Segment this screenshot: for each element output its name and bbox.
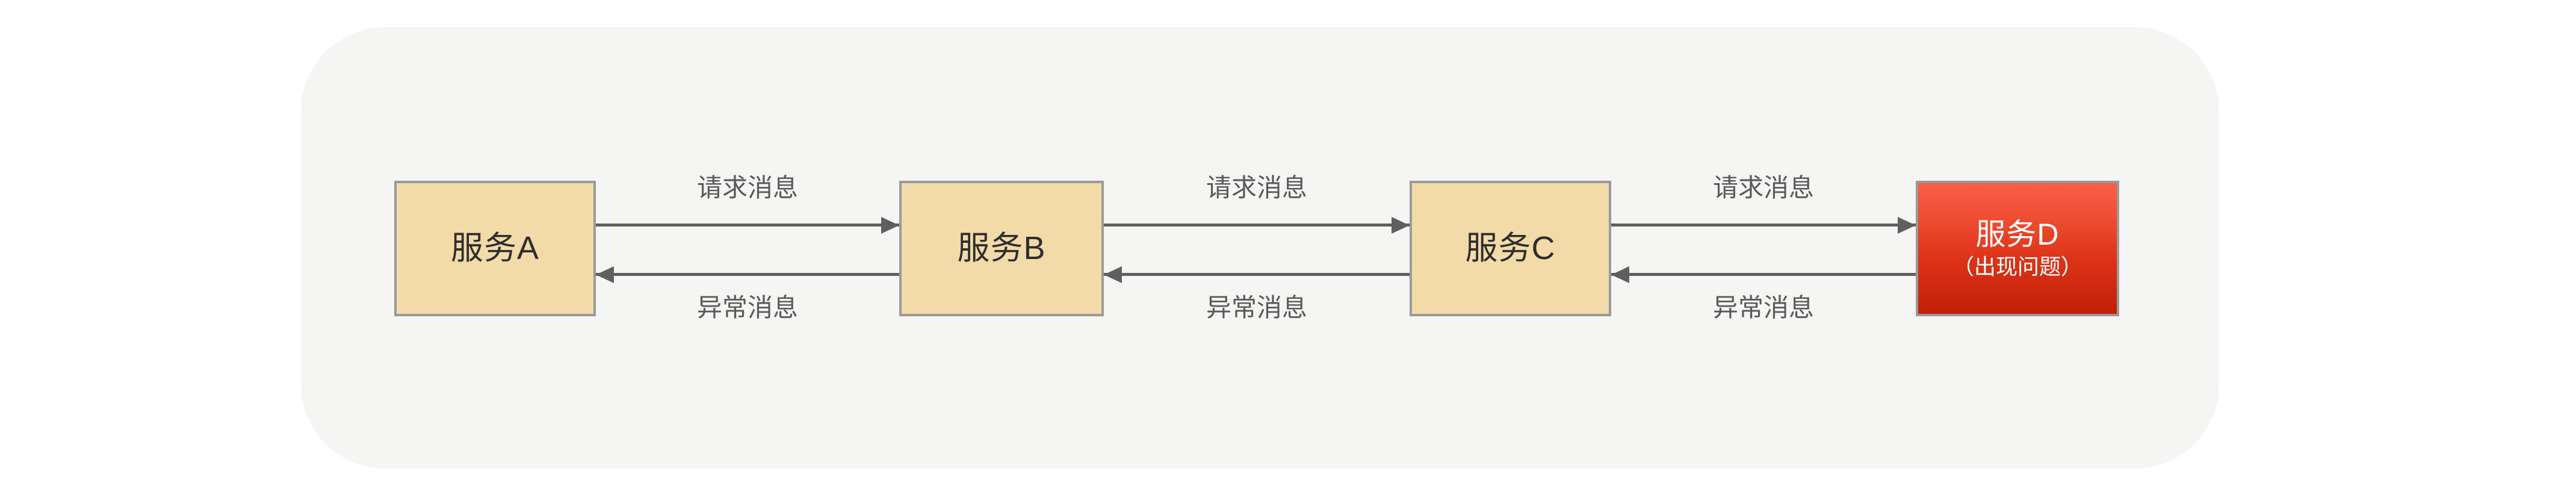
- connection-a-to-b-request-label: 请求消息: [696, 174, 798, 202]
- arrow-left-icon: [1104, 266, 1122, 283]
- connection-a-to-b-response-label: 异常消息: [696, 293, 798, 322]
- connection-b-to-c: 请求消息 异常消息: [1104, 163, 1410, 337]
- service-node-d-status: （出现问题）: [1952, 254, 2082, 279]
- connection-a-to-b-request-line: [596, 224, 899, 227]
- service-node-a[interactable]: 服务A: [394, 181, 596, 316]
- connection-c-to-d: 请求消息 异常消息: [1611, 163, 1916, 337]
- diagram-panel: [301, 27, 2219, 469]
- connection-b-to-c-response-label: 异常消息: [1206, 293, 1307, 322]
- service-node-b[interactable]: 服务B: [899, 181, 1104, 316]
- connection-a-to-b: 请求消息 异常消息: [596, 163, 899, 337]
- connection-c-to-d-response-line: [1611, 273, 1916, 276]
- connection-b-to-c-request-label: 请求消息: [1206, 174, 1307, 202]
- service-node-a-title: 服务A: [450, 230, 540, 267]
- arrow-right-icon: [1392, 217, 1410, 234]
- connection-b-to-c-request-line: [1104, 224, 1410, 227]
- arrow-right-icon: [881, 217, 899, 234]
- arrow-left-icon: [1611, 266, 1629, 283]
- connection-b-to-c-response-line: [1104, 273, 1410, 276]
- service-node-b-title: 服务B: [957, 230, 1046, 267]
- arrow-right-icon: [1898, 217, 1916, 234]
- connection-c-to-d-request-line: [1611, 224, 1916, 227]
- service-node-c[interactable]: 服务C: [1410, 181, 1611, 316]
- connection-a-to-b-response-line: [596, 273, 899, 276]
- service-node-d[interactable]: 服务D （出现问题）: [1916, 181, 2119, 316]
- arrow-left-icon: [596, 266, 614, 283]
- connection-c-to-d-response-label: 异常消息: [1712, 293, 1814, 322]
- service-node-d-title: 服务D: [1975, 217, 2060, 252]
- service-node-c-title: 服务C: [1465, 230, 1556, 267]
- connection-c-to-d-request-label: 请求消息: [1712, 174, 1814, 202]
